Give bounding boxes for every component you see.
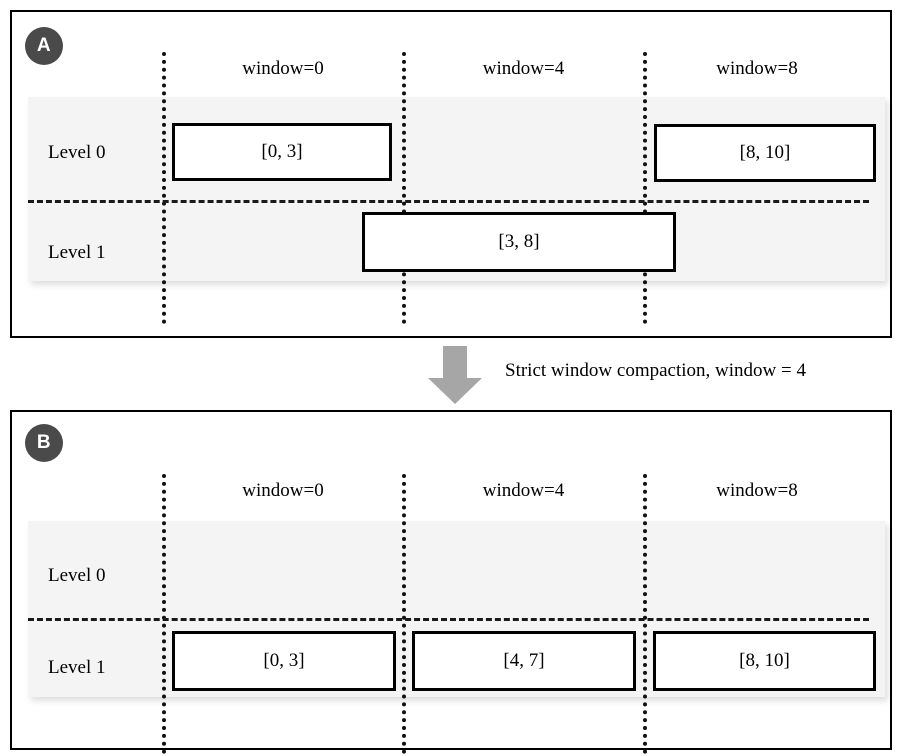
panel-b: B window=0 window=4 window=8 Level 0 Lev… — [10, 410, 892, 754]
run-box: [3, 8] — [362, 212, 676, 272]
run-box: [4, 7] — [412, 631, 636, 691]
panel-a-level-label-1: Level 1 — [48, 242, 106, 263]
window-boundary-0-icon — [162, 52, 166, 324]
panel-b-level-label-1: Level 1 — [48, 657, 106, 678]
window-boundary-2-icon — [643, 474, 647, 754]
window-boundary-0-icon — [162, 474, 166, 754]
transition-group: Strict window compaction, window = 4 — [0, 338, 906, 410]
window-boundary-2-icon — [643, 52, 647, 324]
panel-a-badge: A — [25, 27, 63, 65]
run-box: [0, 3] — [172, 631, 396, 691]
panel-b-window-label-1: window=4 — [482, 480, 565, 501]
panel-a-window-label-2: window=8 — [716, 58, 798, 79]
panel-a-level-divider — [28, 200, 869, 203]
panel-b-level-divider — [28, 618, 869, 621]
window-boundary-1-icon — [402, 474, 406, 754]
run-box: [8, 10] — [654, 124, 876, 182]
panel-b-badge: B — [25, 424, 63, 462]
panel-a-window-label-0: window=0 — [242, 58, 324, 79]
down-arrow-icon — [428, 346, 482, 404]
panel-a: A window=0 window=4 window=8 Level 0 Lev… — [10, 10, 892, 338]
panel-a-window-label-1: window=4 — [482, 58, 565, 79]
panel-b-level-label-0: Level 0 — [48, 565, 106, 586]
run-box: [8, 10] — [653, 631, 876, 691]
panel-b-window-label-0: window=0 — [242, 480, 324, 501]
transition-caption: Strict window compaction, window = 4 — [505, 360, 806, 381]
window-boundary-1-icon — [402, 52, 406, 324]
panel-b-window-label-2: window=8 — [716, 480, 798, 501]
panel-a-level-label-0: Level 0 — [48, 142, 106, 163]
run-box: [0, 3] — [172, 123, 392, 181]
